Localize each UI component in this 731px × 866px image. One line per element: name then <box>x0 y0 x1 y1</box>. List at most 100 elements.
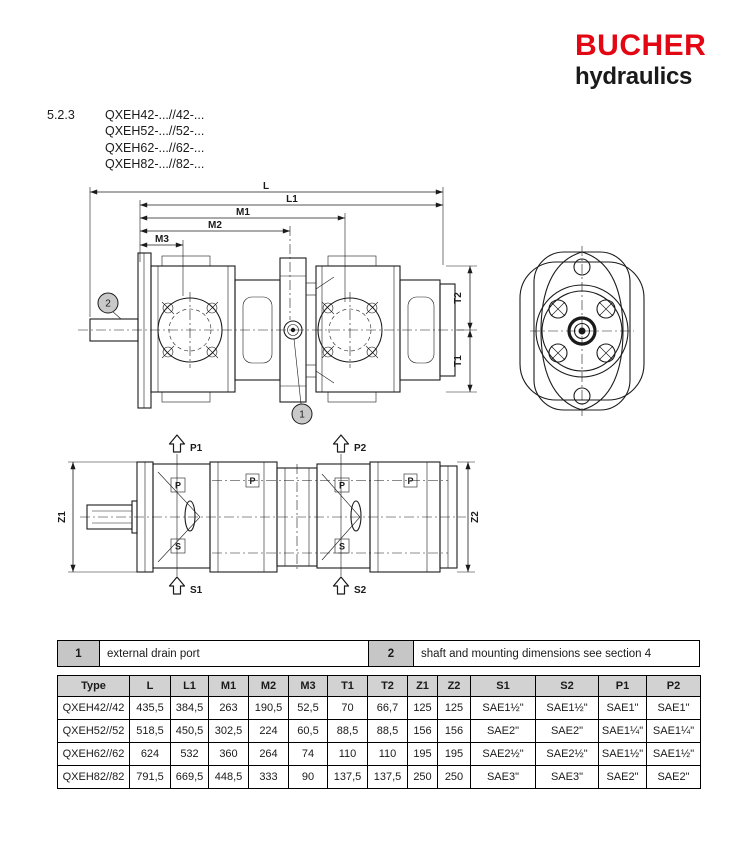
cell: 450,5 <box>170 719 209 743</box>
cell: 156 <box>437 719 471 743</box>
table-row: QXEH42//42 435,5 384,5 263 190,5 52,5 70… <box>57 696 701 720</box>
port-arrow-s2 <box>332 576 350 595</box>
port-label-s1: S1 <box>190 585 203 596</box>
col-header: M2 <box>248 675 289 697</box>
note-text: shaft and mounting dimensions see sectio… <box>414 641 699 666</box>
cell: SAE1½" <box>470 696 536 720</box>
cell: 110 <box>327 742 368 766</box>
col-header: M1 <box>208 675 249 697</box>
cell-type: QXEH62//62 <box>57 742 130 766</box>
cell: SAE1½" <box>646 742 701 766</box>
cell: SAE2" <box>646 765 701 789</box>
cell: 384,5 <box>170 696 209 720</box>
dim-label-Z2: Z2 <box>470 511 481 523</box>
cell: 66,7 <box>367 696 408 720</box>
col-header: L1 <box>170 675 209 697</box>
cell: 90 <box>288 765 328 789</box>
col-header: M3 <box>288 675 328 697</box>
cell: SAE2" <box>598 765 647 789</box>
cell: SAE1" <box>646 696 701 720</box>
col-header: P2 <box>646 675 701 697</box>
cell: 250 <box>407 765 438 789</box>
cell: 195 <box>437 742 471 766</box>
cell: 125 <box>407 696 438 720</box>
col-header: P1 <box>598 675 647 697</box>
brand-name: BUCHER <box>575 29 707 62</box>
dim-label-M3: M3 <box>155 234 169 245</box>
table-row: QXEH82//82 791,5 669,5 448,5 333 90 137,… <box>57 765 701 789</box>
balloon-shaft-number: 2 <box>105 299 111 310</box>
cell: 70 <box>327 696 368 720</box>
cell: SAE1¼" <box>598 719 647 743</box>
port-letter-p: P <box>175 481 181 491</box>
cell: 532 <box>170 742 209 766</box>
cell: SAE2" <box>470 719 536 743</box>
port-arrow-p2 <box>332 434 350 453</box>
table-row: QXEH52//52 518,5 450,5 302,5 224 60,5 88… <box>57 719 701 743</box>
col-header: Z1 <box>407 675 438 697</box>
port-letter-p: P <box>339 481 345 491</box>
port-letter-s: S <box>175 542 181 552</box>
note-number: 1 <box>58 641 100 666</box>
cell: SAE2½" <box>535 742 599 766</box>
cell: 110 <box>367 742 408 766</box>
table-header-row: Type L L1 M1 M2 M3 T1 T2 Z1 Z2 S1 S2 P1 … <box>57 675 701 697</box>
cell: 125 <box>437 696 471 720</box>
model-line: QXEH52-...//52-... <box>105 124 205 139</box>
cell: 137,5 <box>367 765 408 789</box>
brand-logo: BUCHER hydraulics <box>575 31 706 89</box>
cell: 190,5 <box>248 696 289 720</box>
cell: 263 <box>208 696 249 720</box>
technical-drawing: L L1 M1 M2 M3 <box>57 181 645 596</box>
cell: SAE2½" <box>470 742 536 766</box>
cell: 333 <box>248 765 289 789</box>
notes-strip: 1 external drain port 2 shaft and mounti… <box>57 640 700 667</box>
brand-sub: hydraulics <box>575 63 693 90</box>
dim-label-Z1: Z1 <box>57 511 68 523</box>
cell: 156 <box>407 719 438 743</box>
cell: 791,5 <box>129 765 171 789</box>
balloon-drain-note <box>291 403 313 425</box>
port-arrow-s1 <box>168 576 186 595</box>
cell: 669,5 <box>170 765 209 789</box>
balloon-drain-number: 1 <box>299 410 305 421</box>
port-letter-p: P <box>249 476 255 486</box>
side-view: L L1 M1 M2 M3 <box>78 181 477 425</box>
cell: 88,5 <box>367 719 408 743</box>
cell: 52,5 <box>288 696 328 720</box>
model-line: QXEH62-...//62-... <box>105 140 205 155</box>
dim-label-T2: T2 <box>453 292 464 304</box>
col-header: T2 <box>367 675 408 697</box>
model-line: QXEH42-...//42-... <box>105 108 205 122</box>
cell: 224 <box>248 719 289 743</box>
cell: SAE1¼" <box>646 719 701 743</box>
port-label-p2: P2 <box>354 443 367 454</box>
col-header: Type <box>57 675 130 697</box>
model-list: QXEH42-...//42-... QXEH52-...//52-... QX… <box>105 107 204 173</box>
cell: 250 <box>437 765 471 789</box>
note-number: 2 <box>369 641 414 666</box>
cell-type: QXEH42//42 <box>57 696 130 720</box>
front-view <box>519 246 645 416</box>
cell: 264 <box>248 742 289 766</box>
model-line: QXEH82-...//82-... <box>105 157 205 172</box>
cell-type: QXEH52//52 <box>57 719 130 743</box>
dim-label-L: L <box>263 181 269 192</box>
cell: 60,5 <box>288 719 328 743</box>
cell: SAE1" <box>598 696 647 720</box>
top-view: P1 P2 S1 S2 P S <box>57 434 481 596</box>
table-row: QXEH62//62 624 532 360 264 74 110 110 19… <box>57 742 701 766</box>
dim-label-M1: M1 <box>236 207 250 218</box>
section-heading: 5.2.3 QXEH42-...//42-... QXEH52-...//52-… <box>47 107 204 173</box>
cell: SAE1½" <box>598 742 647 766</box>
col-header: S2 <box>535 675 599 697</box>
port-letter-p: P <box>407 476 413 486</box>
cell: 448,5 <box>208 765 249 789</box>
port-arrow-p1 <box>168 434 186 453</box>
col-header: Z2 <box>437 675 471 697</box>
port-letter-s: S <box>339 542 345 552</box>
cell: 360 <box>208 742 249 766</box>
cell: 302,5 <box>208 719 249 743</box>
cell: 624 <box>129 742 171 766</box>
